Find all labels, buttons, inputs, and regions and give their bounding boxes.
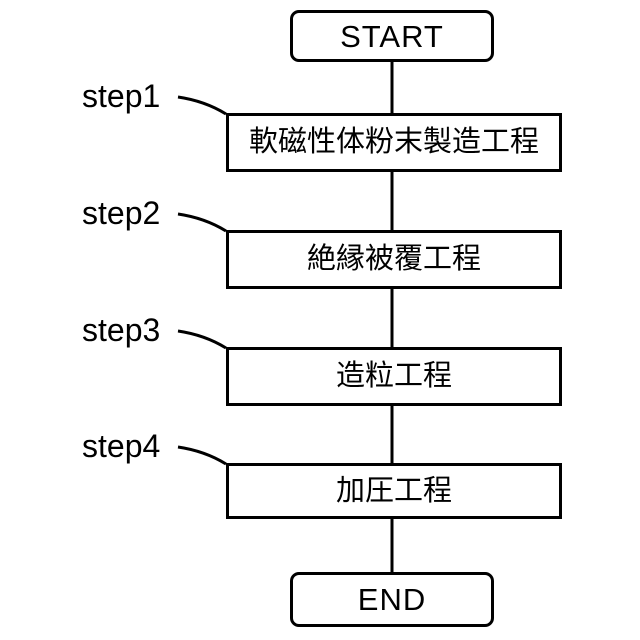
step-callout-step4: step4	[82, 428, 161, 464]
leader-line-step2	[177, 212, 227, 233]
node-step1-label: 軟磁性体粉末製造工程	[248, 126, 539, 158]
node-end[interactable]: END	[290, 572, 494, 627]
node-step3-process[interactable]: 造粒工程	[226, 347, 562, 406]
node-step4-process[interactable]: 加圧工程	[226, 463, 562, 519]
leader-line-step1	[177, 95, 227, 116]
leader-line-step3	[177, 329, 227, 350]
step-callout-step3: step3	[82, 312, 161, 348]
node-start[interactable]: START	[290, 10, 494, 62]
step-callout-step1: step1	[82, 78, 161, 114]
node-step2-label: 絶縁被覆工程	[306, 243, 481, 275]
node-step1-process[interactable]: 軟磁性体粉末製造工程	[226, 113, 562, 172]
node-step2-process[interactable]: 絶縁被覆工程	[226, 230, 562, 289]
node-start-label: START	[340, 18, 444, 54]
node-end-label: END	[357, 582, 427, 617]
step-callout-step2: step2	[82, 195, 161, 231]
leader-line-step4	[177, 445, 227, 466]
node-step3-label: 造粒工程	[335, 360, 452, 392]
node-step4-label: 加圧工程	[335, 474, 452, 507]
